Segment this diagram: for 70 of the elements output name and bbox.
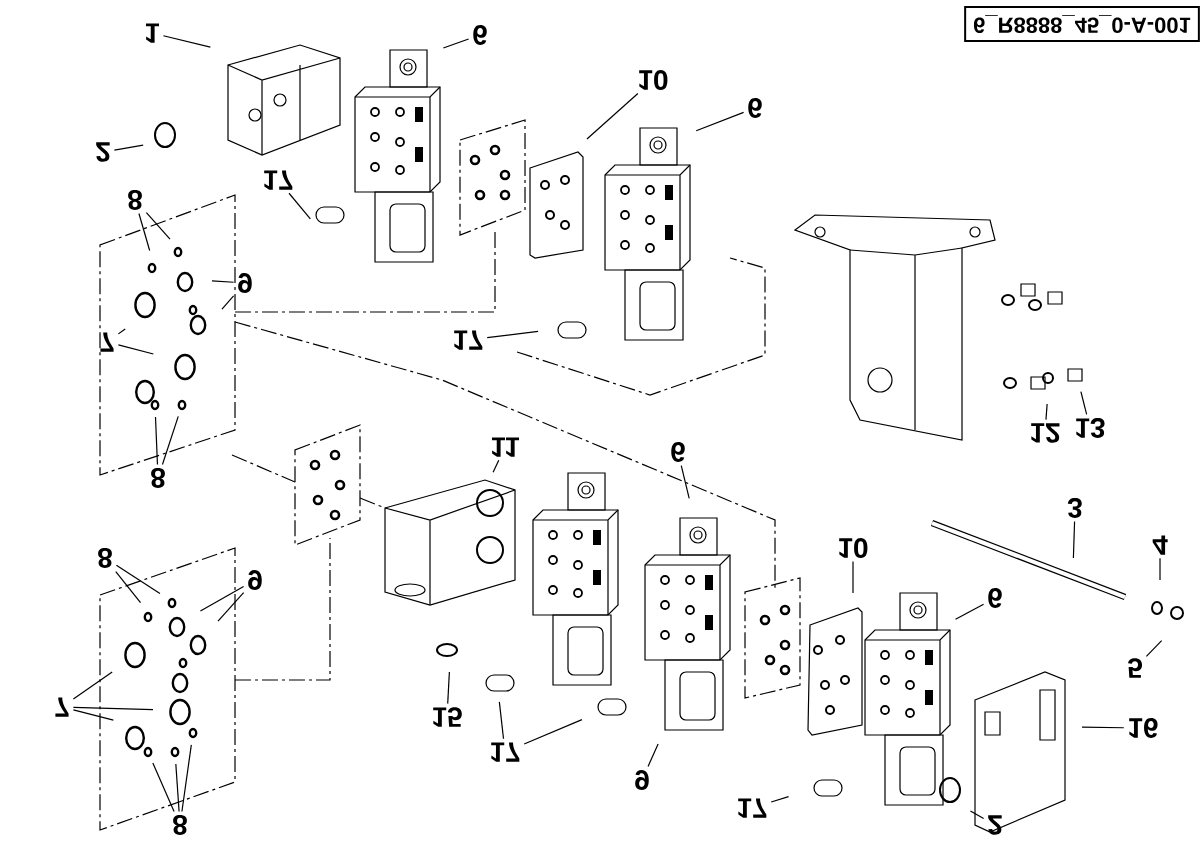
leader-line bbox=[442, 38, 470, 49]
leader-line bbox=[1081, 726, 1125, 729]
leader-line bbox=[1145, 640, 1163, 657]
leader-line bbox=[161, 415, 179, 466]
callout-number: 10 bbox=[839, 538, 868, 558]
callout-number: 17 bbox=[264, 170, 293, 190]
leader-line bbox=[221, 295, 235, 310]
leader-line bbox=[586, 92, 639, 140]
callout-number: 9 bbox=[248, 570, 262, 590]
drawing-number: 6_R8888_45_0-A-001 bbox=[964, 6, 1200, 43]
leader-line bbox=[72, 706, 154, 711]
callout-number: 8 bbox=[151, 468, 165, 488]
callout-number: 17 bbox=[491, 742, 520, 762]
leader-line bbox=[117, 344, 154, 355]
callout-number: 5 bbox=[1128, 658, 1143, 678]
leader-line bbox=[72, 709, 114, 721]
leader-line bbox=[1080, 391, 1088, 416]
leader-line bbox=[486, 330, 539, 339]
leader-line bbox=[770, 796, 790, 803]
callout-number: 15 bbox=[433, 707, 462, 727]
leader-line bbox=[492, 459, 500, 473]
callout-number: 13 bbox=[1076, 418, 1105, 438]
leader-line bbox=[145, 212, 171, 240]
leader-line bbox=[969, 810, 985, 820]
leader-line bbox=[117, 328, 126, 335]
callout-number: 8 bbox=[128, 190, 142, 210]
callout-number: 6 bbox=[988, 588, 1002, 608]
callout-number: 1 bbox=[145, 23, 159, 43]
leader-line bbox=[175, 763, 180, 813]
callout-number: 17 bbox=[454, 330, 483, 350]
leader-line bbox=[852, 560, 854, 594]
callout-number: 3 bbox=[1067, 498, 1082, 518]
callout-number: 7 bbox=[55, 697, 69, 717]
leader-line bbox=[1072, 520, 1076, 559]
leader-line bbox=[138, 212, 151, 252]
leader-line bbox=[680, 464, 690, 499]
leader-line bbox=[695, 111, 745, 132]
callout-number: 6 bbox=[748, 98, 762, 118]
callout-number: 2 bbox=[96, 142, 110, 162]
callout-number: 16 bbox=[1129, 718, 1158, 738]
leader-line bbox=[288, 192, 311, 220]
callout-number: 8 bbox=[173, 815, 187, 835]
leader-line bbox=[162, 35, 211, 48]
callout-number: 9 bbox=[238, 273, 252, 293]
leader-line bbox=[72, 671, 113, 700]
leader-line bbox=[115, 564, 161, 595]
leader-line bbox=[1045, 403, 1048, 421]
leader-line bbox=[1159, 557, 1161, 581]
callout-number: 9 bbox=[635, 770, 649, 790]
callout-number: 12 bbox=[1031, 423, 1060, 443]
leader-line bbox=[447, 671, 450, 705]
callout-number: 4 bbox=[1152, 535, 1168, 555]
callout-number: 17 bbox=[738, 798, 767, 818]
callout-number: 8 bbox=[98, 548, 112, 568]
callout-number: 10 bbox=[639, 70, 668, 90]
callout-number: 6 bbox=[473, 25, 487, 45]
leader-line bbox=[154, 416, 159, 466]
leader-line bbox=[647, 743, 659, 768]
leader-line bbox=[115, 570, 142, 604]
callout-number: 11 bbox=[491, 437, 520, 457]
leader-line bbox=[199, 585, 245, 612]
leader-line bbox=[113, 144, 144, 151]
callout-number: 6 bbox=[671, 442, 685, 462]
leader-line bbox=[498, 701, 505, 740]
leader-line bbox=[152, 762, 175, 813]
leader-line bbox=[523, 719, 583, 745]
leader-line bbox=[217, 592, 245, 622]
leader-line bbox=[211, 280, 235, 283]
leader-line bbox=[954, 603, 985, 620]
leader-line bbox=[181, 744, 192, 813]
